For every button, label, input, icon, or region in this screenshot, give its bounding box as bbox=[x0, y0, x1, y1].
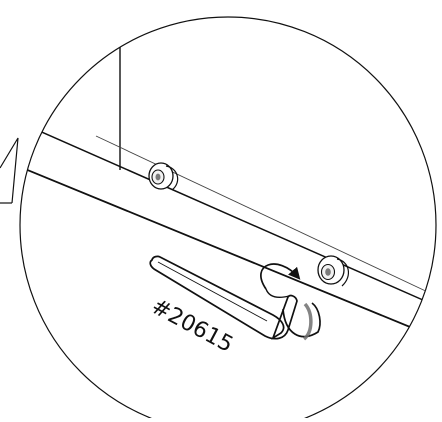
panel-upper-edge bbox=[27, 125, 433, 305]
detail-circle-frame bbox=[19, 16, 437, 422]
panel-top-line bbox=[95, 135, 433, 295]
rotation-arrow-icon bbox=[260, 263, 321, 341]
panel-lower-edge bbox=[20, 161, 433, 337]
cam-fitting-left bbox=[148, 162, 179, 191]
hex-key-icon bbox=[149, 255, 298, 341]
callout-pointer-icon bbox=[0, 137, 19, 204]
cam-fitting-right bbox=[317, 255, 350, 287]
